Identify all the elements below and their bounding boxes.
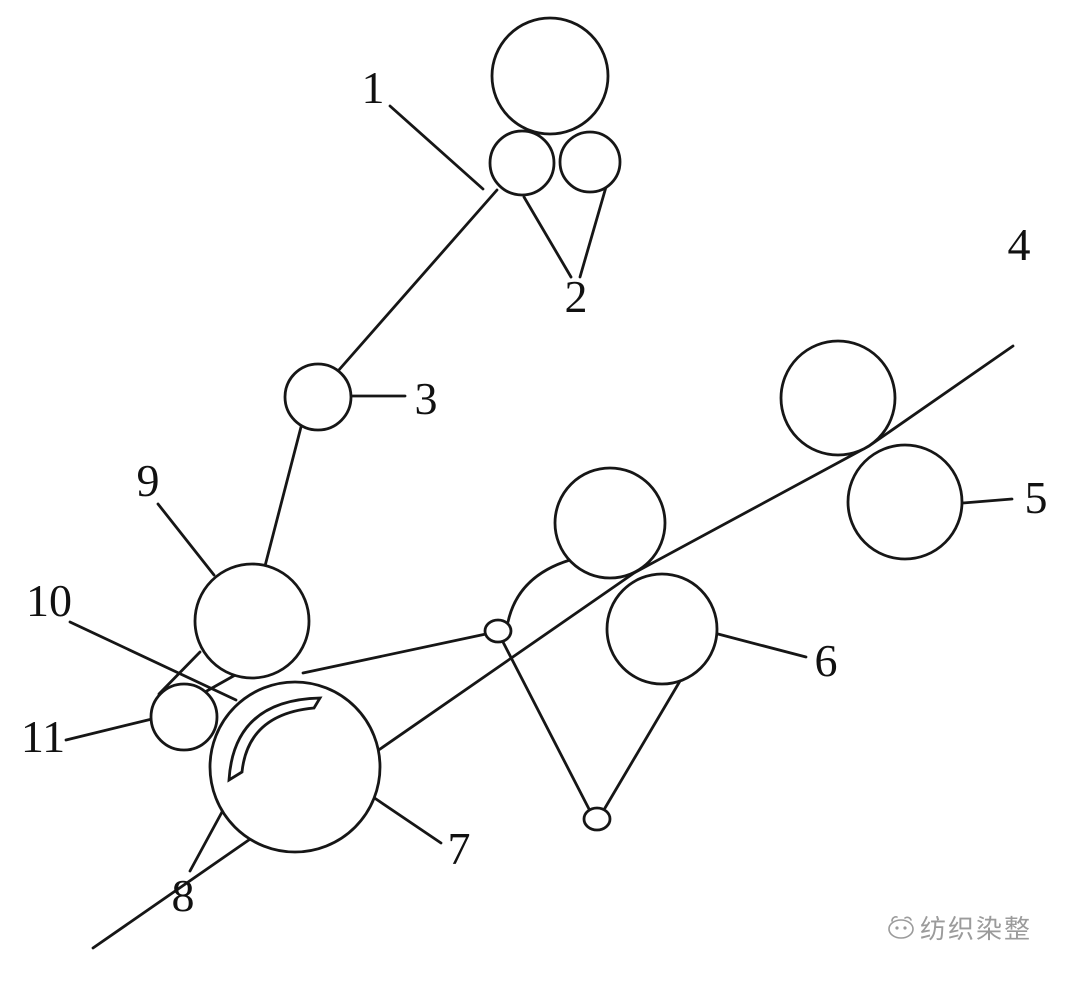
label-3: 3 [415, 373, 438, 424]
v-line-right [603, 679, 682, 810]
watermark-logo-icon [888, 916, 914, 939]
leader-line-11 [64, 717, 154, 742]
watermark-text: 纺织染整 [920, 914, 1032, 944]
label-4: 4 [1008, 219, 1031, 270]
leader-line-2a [522, 195, 573, 279]
leader-line-6 [716, 632, 808, 659]
rollers [149, 16, 964, 854]
label-10: 10 [26, 575, 72, 626]
guide-roller-3 [283, 362, 353, 432]
crescent-8 [227, 696, 323, 783]
guide-eyelet-a [483, 618, 513, 644]
label-11: 11 [21, 711, 65, 762]
top-large-roller [490, 16, 610, 136]
labels: 1 2 3 4 5 6 7 8 9 10 11 [21, 62, 1048, 921]
yarn-nip-to-guide-a [301, 632, 488, 675]
leader-line-7 [371, 795, 443, 845]
label-9: 9 [137, 455, 160, 506]
yarn-guide3-to-roller9 [263, 425, 303, 568]
web-curve-to-nip [506, 558, 572, 624]
roller-9 [193, 562, 311, 680]
yarn-top-to-guide3 [336, 188, 499, 373]
label-8: 8 [172, 870, 195, 921]
leader-lines [64, 104, 1014, 873]
label-5: 5 [1025, 472, 1048, 523]
leader-line-5 [961, 497, 1014, 505]
top-small-roller-right [558, 130, 622, 194]
leader-line-2b [578, 185, 608, 279]
leader-line-9 [156, 502, 216, 577]
label-1: 1 [362, 62, 385, 113]
label-2: 2 [565, 271, 588, 322]
leader-line-1 [388, 104, 485, 191]
apron-line-lower [203, 672, 239, 694]
guide-eyelet-b [582, 806, 612, 832]
roller-5 [846, 443, 964, 561]
top-small-roller-left [488, 129, 556, 197]
watermark: 纺织染整 [888, 914, 1032, 944]
label-7: 7 [448, 823, 471, 874]
roller-11 [149, 682, 219, 752]
roller-6 [605, 572, 719, 686]
v-line-left [501, 640, 591, 811]
mid-upper-roller [553, 466, 667, 580]
topright-upper-roller [779, 339, 897, 457]
label-6: 6 [815, 635, 838, 686]
leader-line-10 [68, 620, 238, 702]
